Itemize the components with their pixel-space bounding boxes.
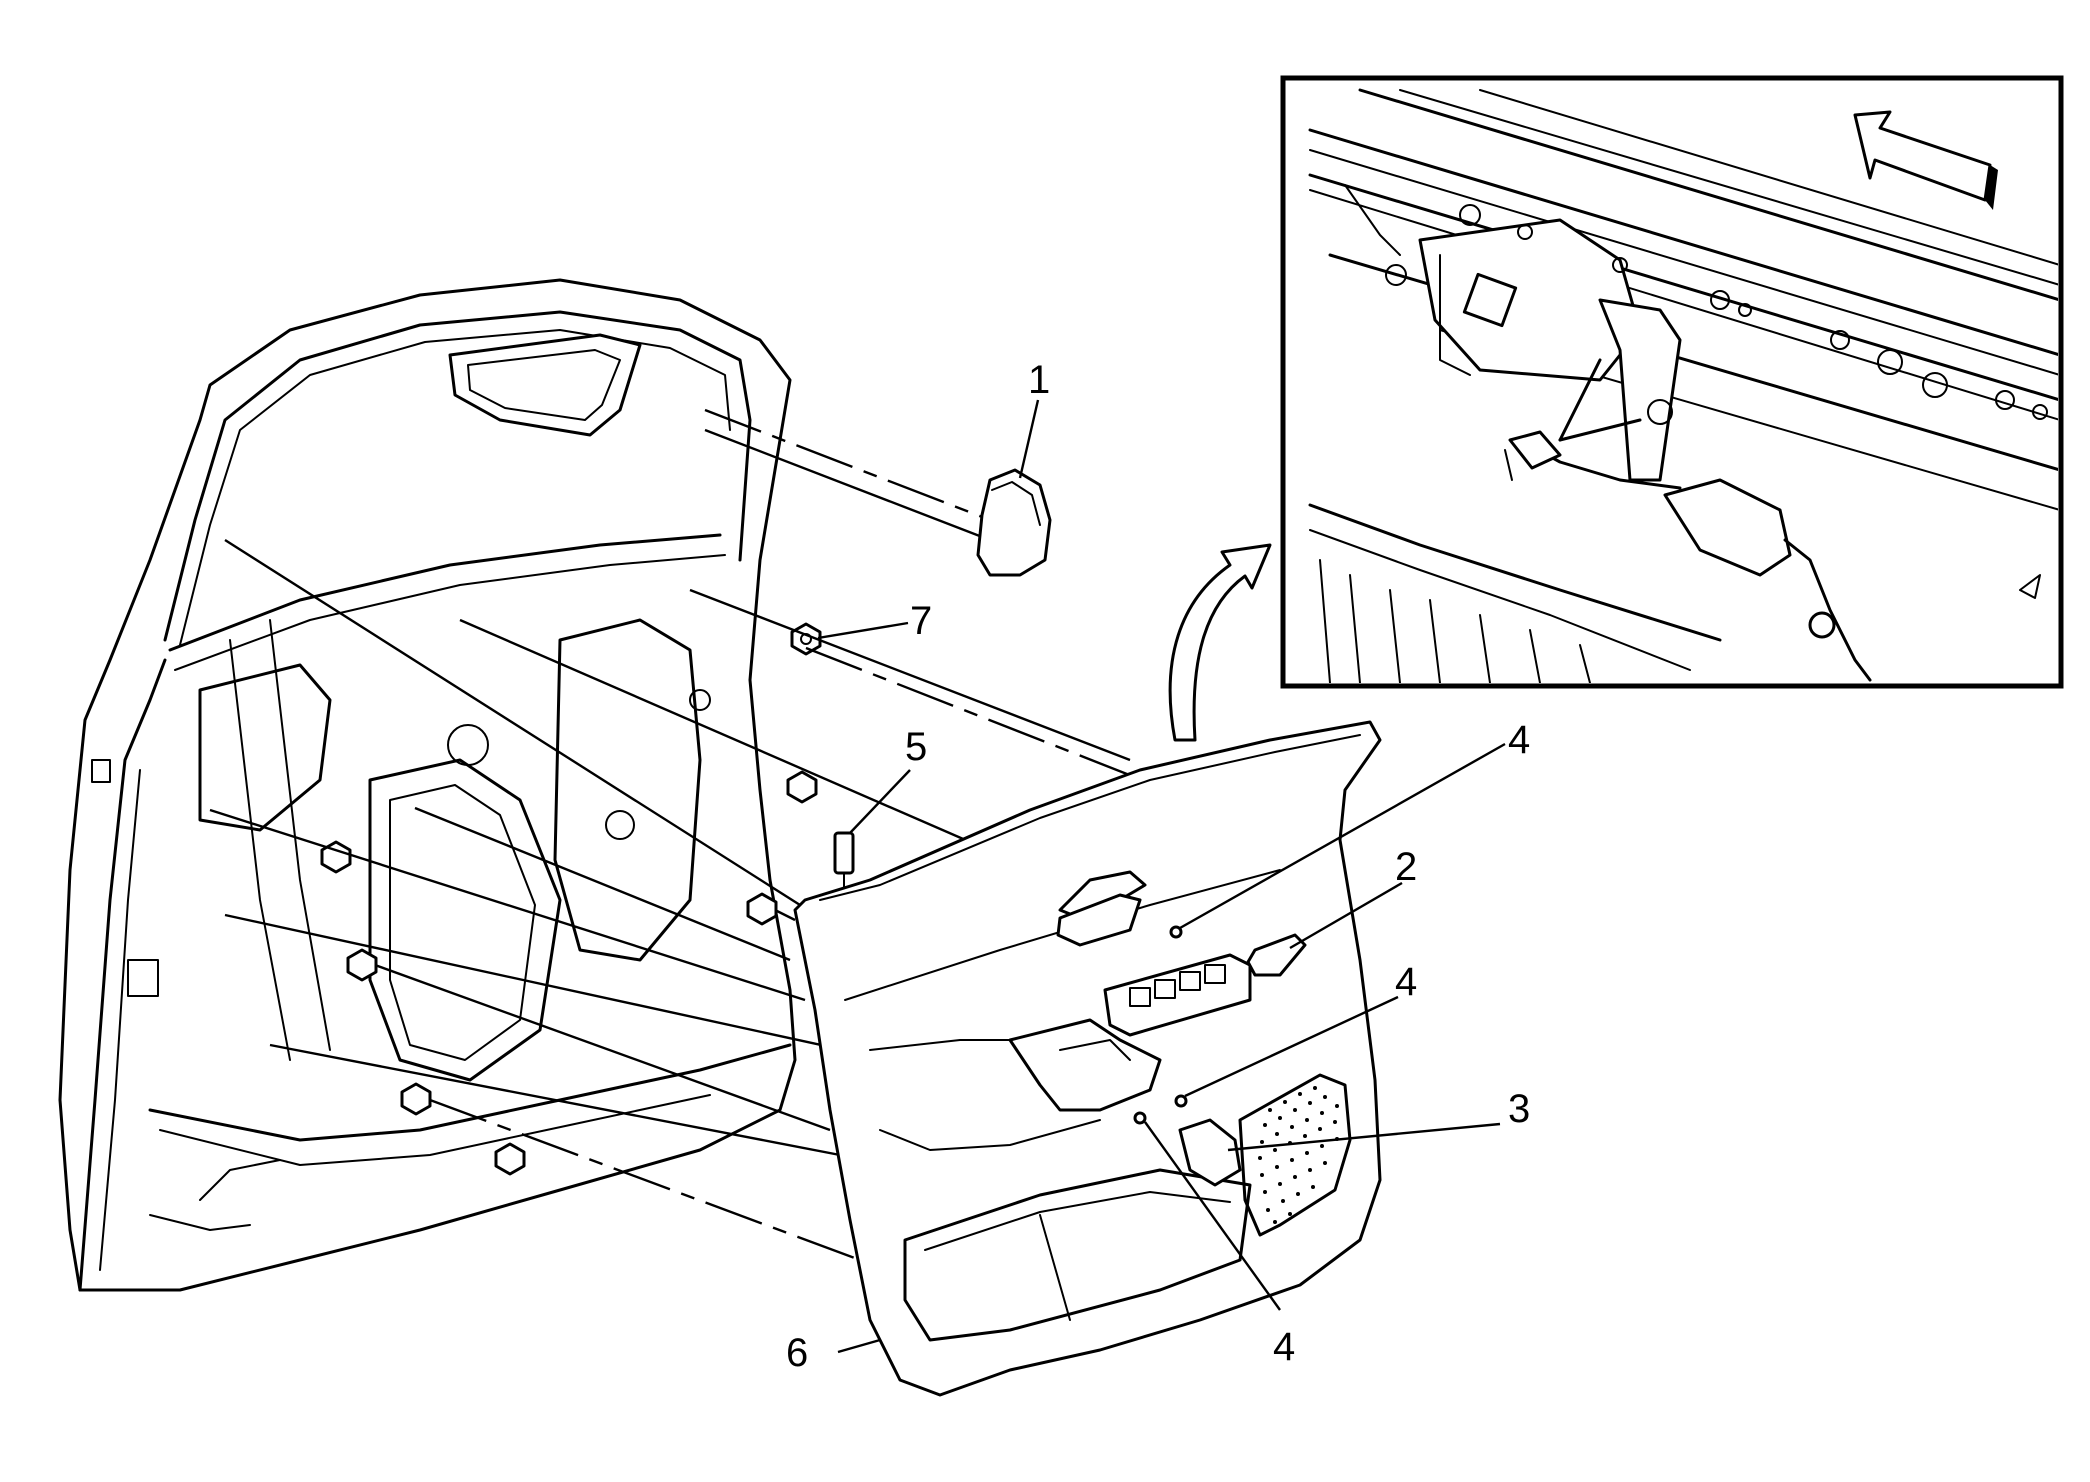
nut-upper-mid	[786, 770, 818, 804]
callout-6: 6	[786, 1331, 808, 1375]
leader-4c	[1144, 1121, 1281, 1311]
nut-left-upper	[320, 840, 352, 874]
alignment-lines	[209, 408, 1156, 1262]
callout-3: 3	[1508, 1087, 1530, 1131]
leader-1	[1018, 399, 1040, 479]
leader-4a	[1179, 742, 1506, 930]
leader-7	[817, 621, 909, 640]
leader-5	[849, 769, 911, 834]
nut-left-mid	[346, 948, 378, 982]
callout-2: 2	[1395, 845, 1417, 889]
nut-mid-right	[746, 892, 778, 926]
callout-4-lower: 4	[1273, 1325, 1295, 1369]
nut-bottom	[494, 1142, 526, 1176]
leader-2	[1289, 881, 1403, 950]
callout-5: 5	[905, 725, 927, 769]
callout-1: 1	[1028, 358, 1050, 402]
mirror-trim-cover	[976, 468, 1052, 577]
door-trim-panel	[793, 720, 1382, 1397]
callout-7: 7	[910, 599, 932, 643]
inset-reference-arrow	[1168, 543, 1272, 742]
leader-3	[1227, 1122, 1501, 1152]
leader-4b	[1184, 995, 1399, 1098]
callout-4-upper: 4	[1508, 718, 1530, 762]
door-frame	[58, 278, 797, 1292]
callout-4-middle: 4	[1395, 960, 1417, 1004]
door-fasteners	[320, 622, 855, 1176]
leader-lines	[817, 399, 1506, 1354]
speaker-grille-dots	[1258, 1086, 1339, 1224]
callouts: 1 2 3 4 4 4 5 6 7	[786, 358, 1530, 1375]
detail-inset	[1280, 75, 2064, 689]
nut-left-lower	[400, 1082, 432, 1116]
leader-6	[837, 1338, 881, 1354]
forward-direction-arrow	[1853, 110, 1998, 210]
